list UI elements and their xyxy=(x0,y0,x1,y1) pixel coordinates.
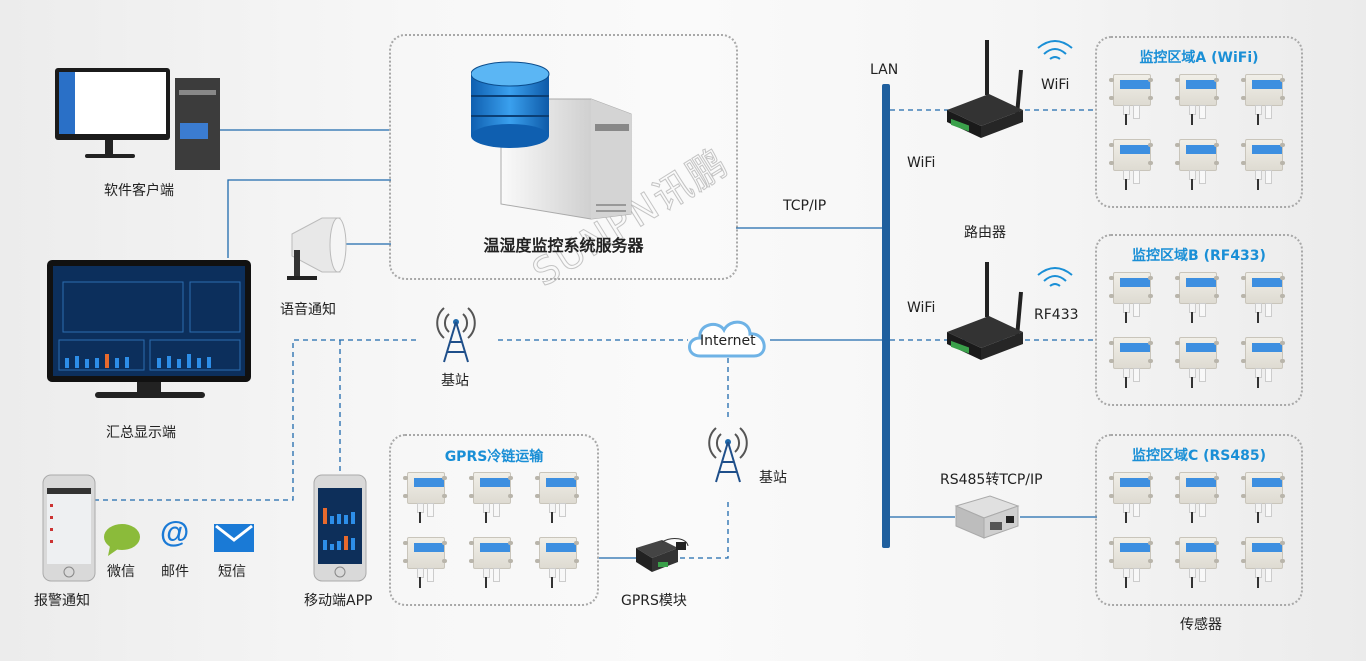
sensor-device-icon xyxy=(1109,139,1153,191)
router-label: 路由器 xyxy=(964,225,1006,241)
summary-display xyxy=(45,258,255,400)
client-pc xyxy=(55,68,220,173)
base-station-icon xyxy=(436,307,476,363)
lan-label: LAN xyxy=(870,62,899,78)
sensor-device-icon xyxy=(403,472,447,524)
gprs-module-icon xyxy=(636,538,689,572)
wechat-icon xyxy=(104,524,140,556)
sensor-device-icon xyxy=(1175,337,1219,389)
zone-b-box: 监控区域B (RF433) xyxy=(1095,234,1303,406)
router-a-icon xyxy=(947,40,1023,138)
email-at-icon: @ xyxy=(160,516,190,549)
server-box: 温湿度监控系统服务器 xyxy=(389,34,738,280)
mobile-app-label: 移动端APP xyxy=(304,593,373,609)
speaker-icon xyxy=(287,217,347,280)
sensor-device-icon xyxy=(469,472,513,524)
zone-c-title: 监控区域C (RS485) xyxy=(1131,448,1267,464)
zone-c-box: 监控区域C (RS485) xyxy=(1095,434,1303,606)
sensor-device-icon xyxy=(1241,337,1285,389)
database-server-icon xyxy=(471,61,632,220)
sms-envelope-icon xyxy=(214,524,254,552)
sensor-device-icon xyxy=(403,537,447,589)
sensor-device-icon xyxy=(1109,537,1153,589)
mobile-app-phone-icon xyxy=(313,474,367,582)
router-a-uplink-label: WiFi xyxy=(907,155,936,171)
internet-label: Internet xyxy=(700,333,756,349)
client-pc-label: 软件客户端 xyxy=(104,183,174,199)
gprs-module-label: GPRS模块 xyxy=(621,593,687,609)
lan-backbone xyxy=(882,84,890,548)
sensor-device-icon xyxy=(1175,537,1219,589)
alarm-channel-email: 邮件 xyxy=(161,564,189,580)
link-display-server xyxy=(227,179,391,258)
link-module-basestation2 xyxy=(680,500,729,559)
base-station-icon xyxy=(708,427,748,483)
sensor-device-icon xyxy=(1109,272,1153,324)
rs485-converter-icon xyxy=(954,495,1020,539)
sensor-device-icon xyxy=(1175,139,1219,191)
sensor-device-icon xyxy=(1241,272,1285,324)
sensor-device-icon xyxy=(1175,74,1219,126)
gprs-zone-title: GPRS冷链运输 xyxy=(444,449,544,465)
sensor-device-icon xyxy=(1241,537,1285,589)
sensor-device-icon xyxy=(1175,272,1219,324)
display-label: 汇总显示端 xyxy=(106,425,176,441)
rs485-converter-label: RS485转TCP/IP xyxy=(940,472,1043,488)
computer-icon xyxy=(55,68,220,170)
zone-a-title: 监控区域A (WiFi) xyxy=(1139,50,1259,66)
sensor-device-icon xyxy=(1241,139,1285,191)
sensor-device-icon xyxy=(1175,472,1219,524)
sensor-device-icon xyxy=(469,537,513,589)
sensor-device-icon xyxy=(1109,74,1153,126)
router-b-downlink-label: RF433 xyxy=(1034,307,1079,323)
alarm-channel-wechat: 微信 xyxy=(107,564,135,580)
sensor-device-icon xyxy=(1109,472,1153,524)
sensor-device-icon xyxy=(535,472,579,524)
alarm-channel-sms: 短信 xyxy=(218,564,246,580)
monitor-icon xyxy=(47,260,251,398)
base-station-left-label: 基站 xyxy=(441,373,469,389)
sensor-device-icon xyxy=(535,537,579,589)
sensor-device-icon xyxy=(1241,74,1285,126)
alarm-phone-icon xyxy=(42,474,96,582)
server-label: 温湿度监控系统服务器 xyxy=(483,236,644,255)
base-station-mid-label: 基站 xyxy=(759,470,787,486)
speaker-label: 语音通知 xyxy=(280,302,336,318)
tcpip-label: TCP/IP xyxy=(783,198,827,214)
sensors-label: 传感器 xyxy=(1180,617,1222,633)
link-alarm-basestation xyxy=(94,339,420,501)
router-b-uplink-label: WiFi xyxy=(907,300,936,316)
zone-a-box: 监控区域A (WiFi) xyxy=(1095,36,1303,208)
internet-cloud-icon xyxy=(688,320,766,358)
sensor-device-icon xyxy=(1109,337,1153,389)
wifi-signal-icon xyxy=(1037,40,1073,60)
sensor-device-icon xyxy=(1241,472,1285,524)
gprs-zone-box: GPRS冷链运输 xyxy=(389,434,599,606)
router-b-icon xyxy=(947,262,1023,360)
zone-b-title: 监控区域B (RF433) xyxy=(1132,248,1266,264)
router-a-downlink-label: WiFi xyxy=(1041,77,1070,93)
alarm-label: 报警通知 xyxy=(34,593,90,609)
wifi-signal-icon xyxy=(1037,267,1073,287)
